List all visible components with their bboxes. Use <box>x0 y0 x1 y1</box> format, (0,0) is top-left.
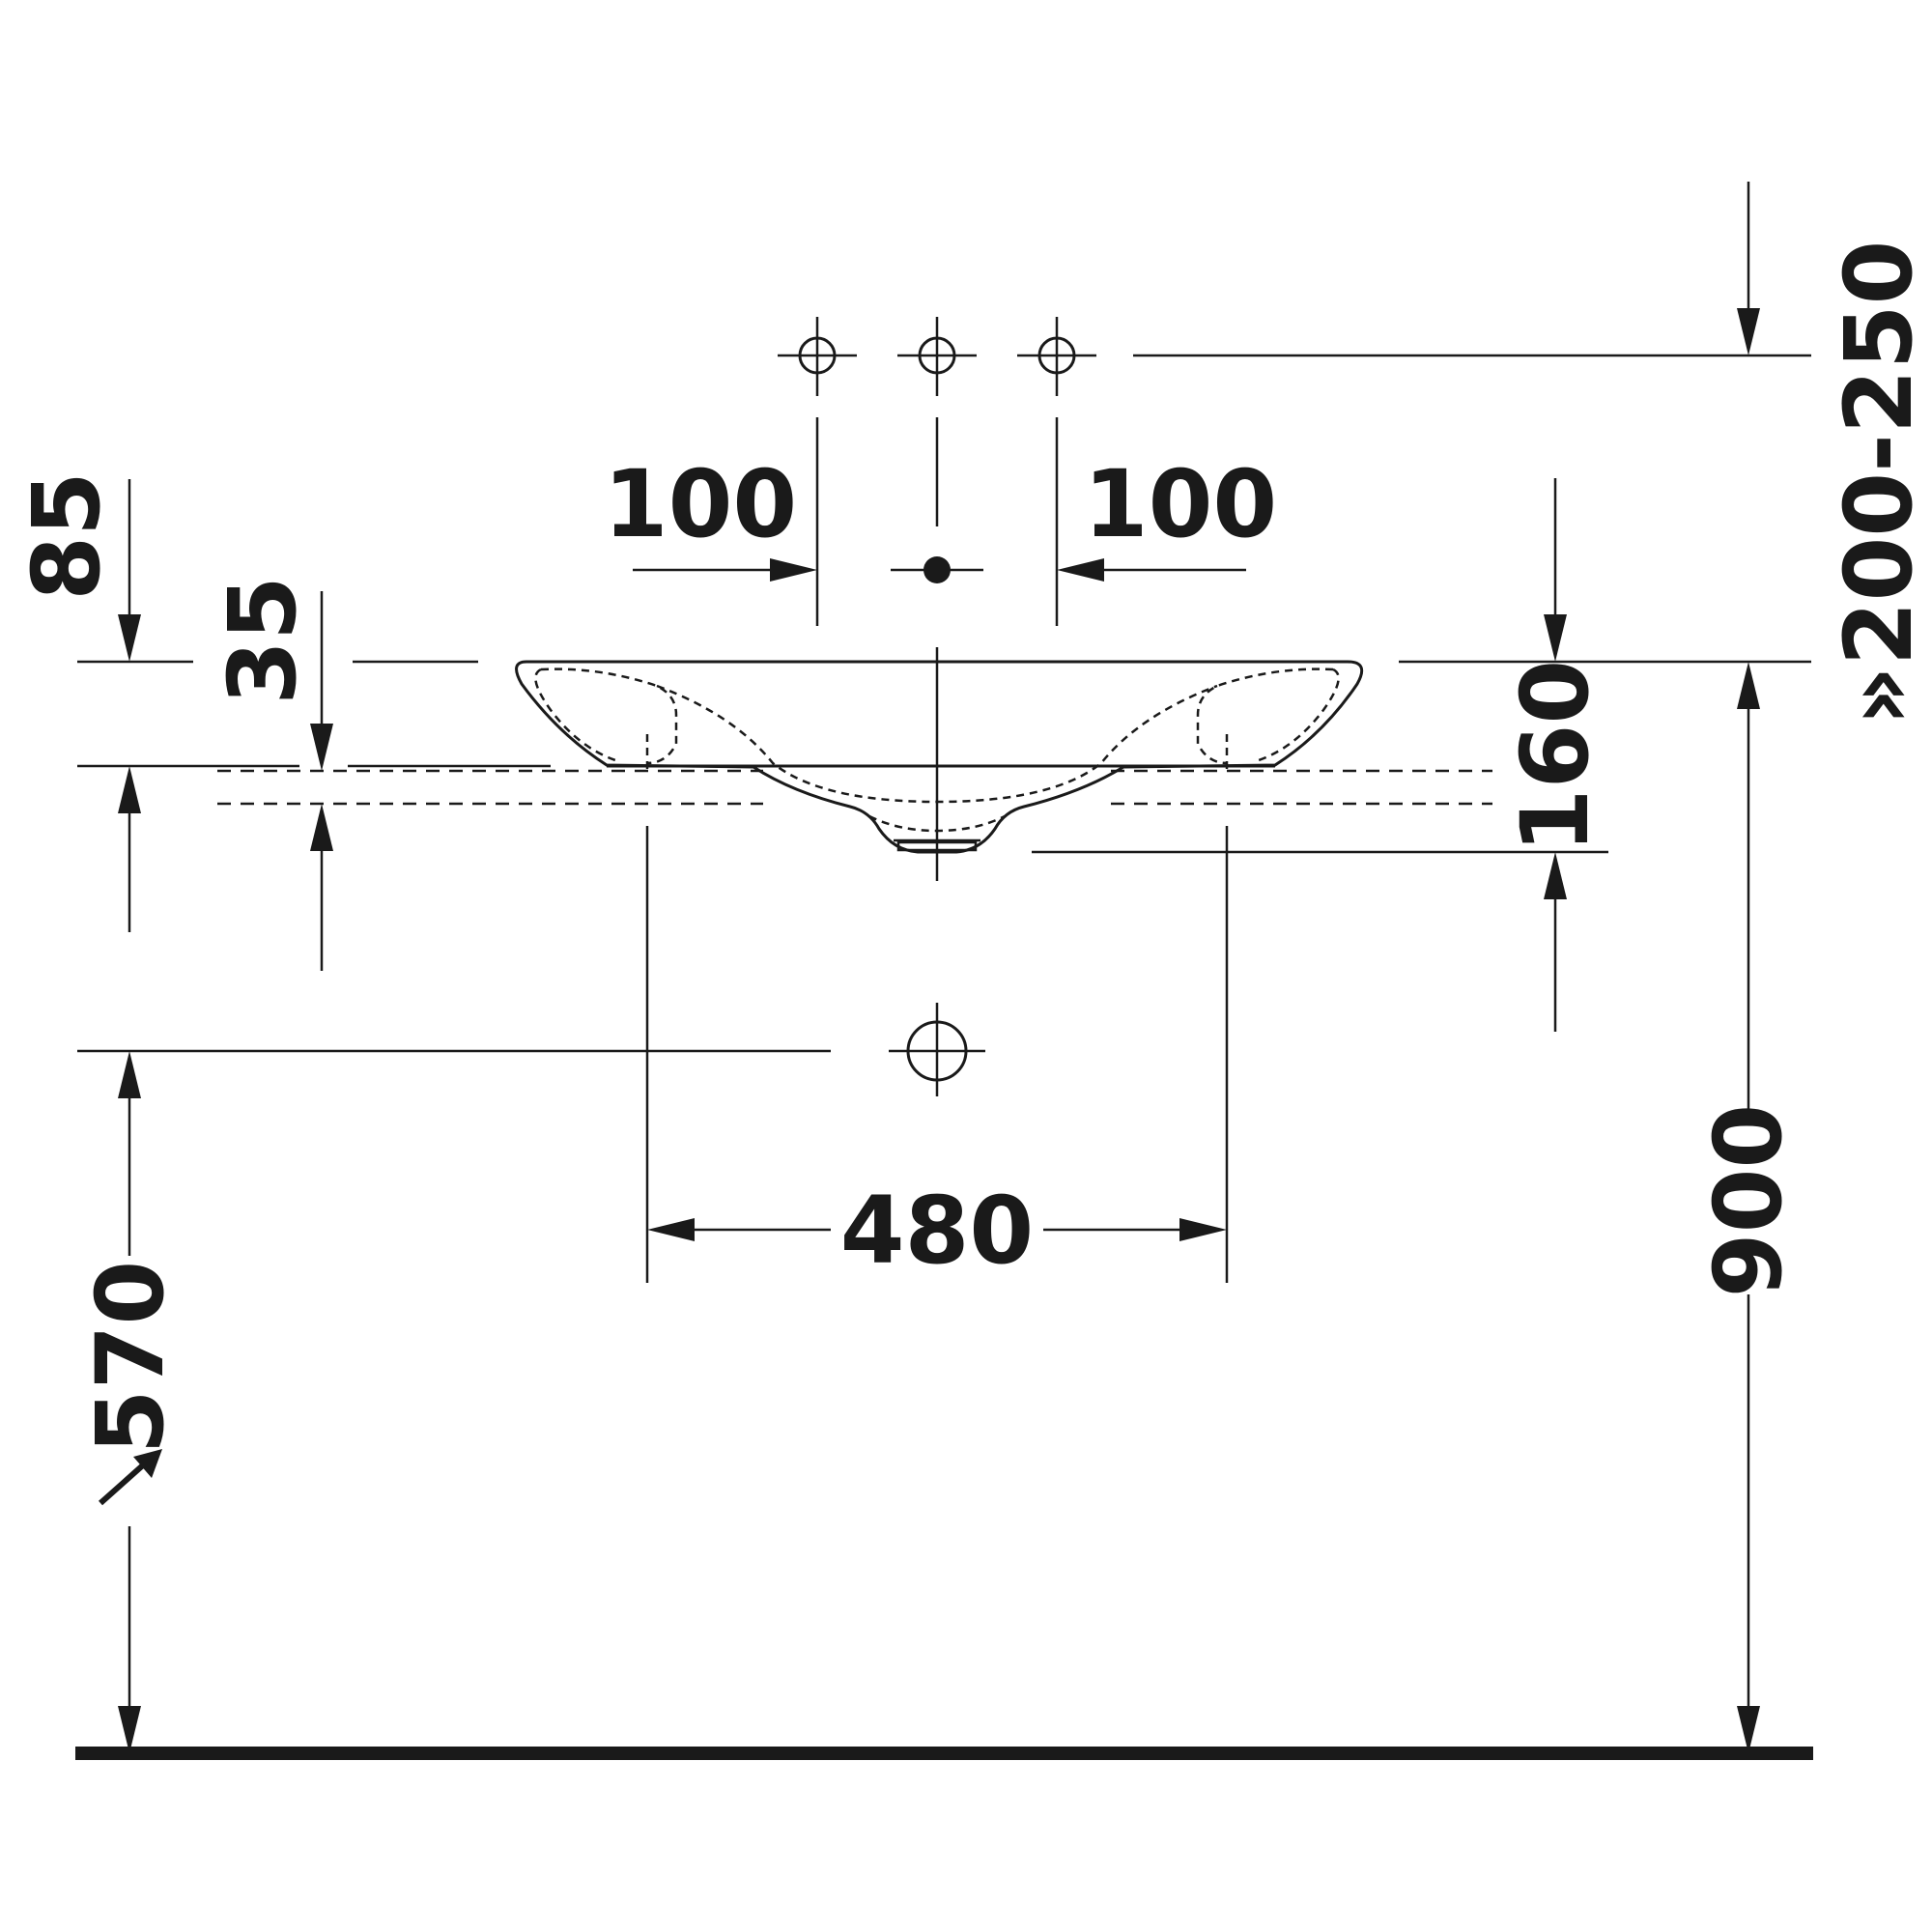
tap-spacing-right-dimension: 100 <box>1057 450 1277 582</box>
waste-outlet-marker <box>889 1003 985 1096</box>
tap-height-label: »200-250 <box>1825 241 1932 726</box>
countertop-reference-lines <box>77 764 1492 806</box>
mounting-width-label: 480 <box>840 1177 1034 1285</box>
waste-height-label: 570 <box>76 1261 185 1454</box>
basin-depth-dimension: 160 <box>1501 478 1609 1032</box>
rim-offset-dimension: 85 <box>13 471 141 932</box>
tap-hole-center <box>897 317 977 396</box>
tap-height-dimension: »200-250 <box>1737 182 1932 725</box>
rim-thickness-dimension: 35 <box>209 576 333 971</box>
basin-depth-label: 160 <box>1501 660 1609 853</box>
tap-spacing-left-dimension: 100 <box>604 450 817 582</box>
rim-height-dimension: 900 <box>1694 662 1803 1753</box>
rim-thickness-label: 35 <box>209 576 317 705</box>
center-point-marker <box>891 556 983 583</box>
basin-outline <box>515 660 1364 854</box>
rim-height-label: 900 <box>1694 1104 1803 1297</box>
tap-hole-left <box>778 317 857 396</box>
mounting-width-dimension: 480 <box>645 826 1229 1285</box>
rim-offset-label: 85 <box>13 471 121 601</box>
tap-spacing-right-label: 100 <box>1084 450 1277 558</box>
tap-hole-right <box>1017 317 1096 396</box>
waste-height-approx-arrow-icon <box>99 1449 162 1506</box>
waste-height-dimension: 570 <box>76 1051 185 1753</box>
tap-spacing-left-label: 100 <box>604 450 797 558</box>
